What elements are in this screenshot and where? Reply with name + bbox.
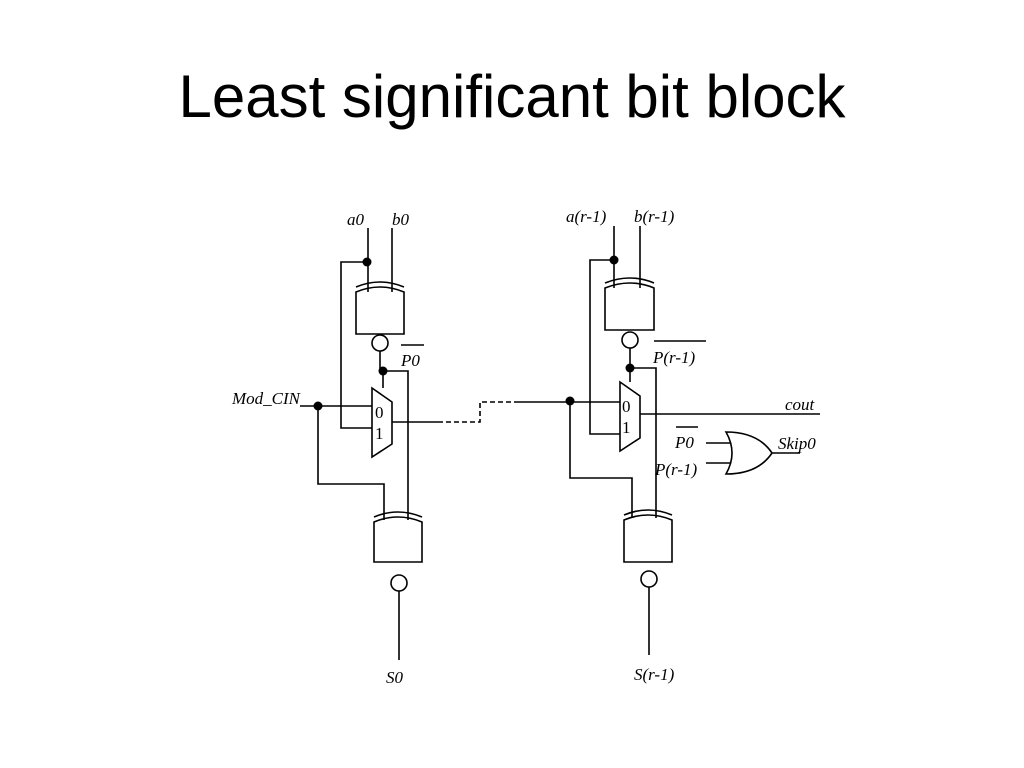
label-p-r1: P(r-1) bbox=[652, 348, 695, 367]
mux-right bbox=[619, 380, 641, 453]
slide-title: Least significant bit block bbox=[178, 63, 846, 130]
left-bit-block bbox=[300, 228, 438, 660]
xnor-gate-bottom-left bbox=[373, 511, 423, 660]
mux-right-input-0: 0 bbox=[622, 397, 631, 416]
mod-cin-to-xor-wire bbox=[317, 406, 385, 520]
junction-dot bbox=[313, 401, 323, 411]
xnor-gate-top-right bbox=[604, 277, 655, 368]
junction-dot bbox=[362, 257, 372, 267]
xnor-gate-bottom-right bbox=[623, 509, 673, 655]
mux-left-input-0: 0 bbox=[375, 403, 384, 422]
junction-dot bbox=[625, 363, 635, 373]
mux-right-input-1: 1 bbox=[622, 418, 631, 437]
label-skip0: Skip0 bbox=[778, 434, 816, 453]
label-a0: a0 bbox=[347, 210, 365, 229]
junction-dot bbox=[378, 366, 388, 376]
label-cout: cout bbox=[785, 395, 816, 414]
label-s-r1: S(r-1) bbox=[634, 665, 675, 684]
label-b0: b0 bbox=[392, 210, 410, 229]
label-b-r1: b(r-1) bbox=[634, 207, 675, 226]
junction-dot bbox=[609, 255, 619, 265]
junction-dot bbox=[565, 396, 575, 406]
a0-to-mux-wire bbox=[340, 261, 372, 429]
mux-left bbox=[371, 386, 393, 459]
or-gate-skip bbox=[706, 431, 800, 475]
label-or-p-r1: P(r-1) bbox=[654, 460, 697, 479]
xnor-gate-top-left bbox=[355, 281, 405, 372]
label-p0: P0 bbox=[400, 351, 420, 370]
right-bit-block bbox=[518, 226, 820, 655]
label-s0: S0 bbox=[386, 668, 404, 687]
carry-to-xor-wire bbox=[569, 402, 633, 518]
label-a-r1: a(r-1) bbox=[566, 207, 607, 226]
a-r1-to-mux-wire bbox=[589, 259, 620, 435]
p0-wire bbox=[383, 370, 409, 520]
carry-dashed-link bbox=[438, 401, 518, 423]
p-r1-wire bbox=[630, 367, 657, 518]
label-or-p0: P0 bbox=[674, 433, 694, 452]
label-mod-cin: Mod_CIN bbox=[231, 389, 302, 408]
mux-left-input-1: 1 bbox=[375, 424, 384, 443]
